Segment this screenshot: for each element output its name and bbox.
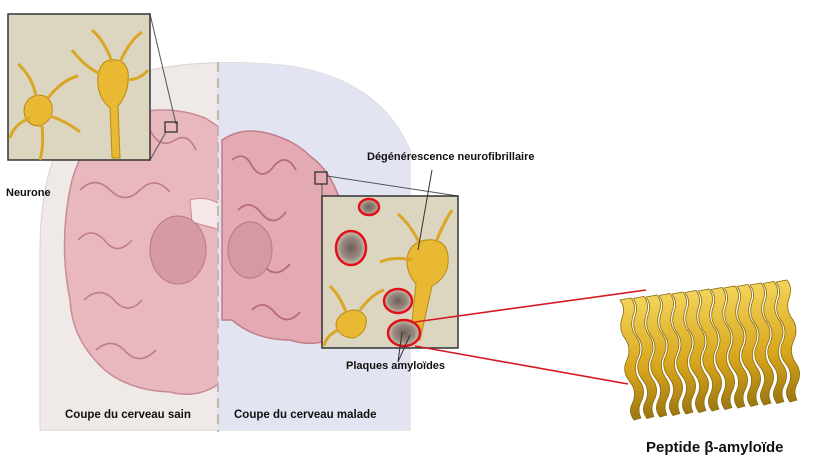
plaques-label: Plaques amyloïdes	[346, 360, 445, 372]
neurofibrillary-label: Dégénérescence neurofibrillaire	[367, 151, 535, 163]
connector-bottom	[415, 346, 628, 384]
plaque-3	[384, 289, 412, 313]
diseased-brain-caption: Coupe du cerveau malade	[234, 409, 377, 421]
neuron-label: Neurone	[6, 187, 51, 199]
peptide-fibril	[620, 280, 800, 420]
diseased-thalamus	[228, 222, 272, 278]
plaque-4	[388, 320, 420, 346]
plaques-inset	[315, 170, 458, 362]
healthy-thalamus	[150, 216, 206, 284]
plaque-1	[359, 199, 379, 215]
peptide-label: Peptide β-amyloïde	[646, 439, 784, 456]
healthy-brain-caption: Coupe du cerveau sain	[65, 409, 191, 421]
neuron-inset-frame	[8, 14, 150, 160]
plaque-2	[336, 231, 366, 265]
